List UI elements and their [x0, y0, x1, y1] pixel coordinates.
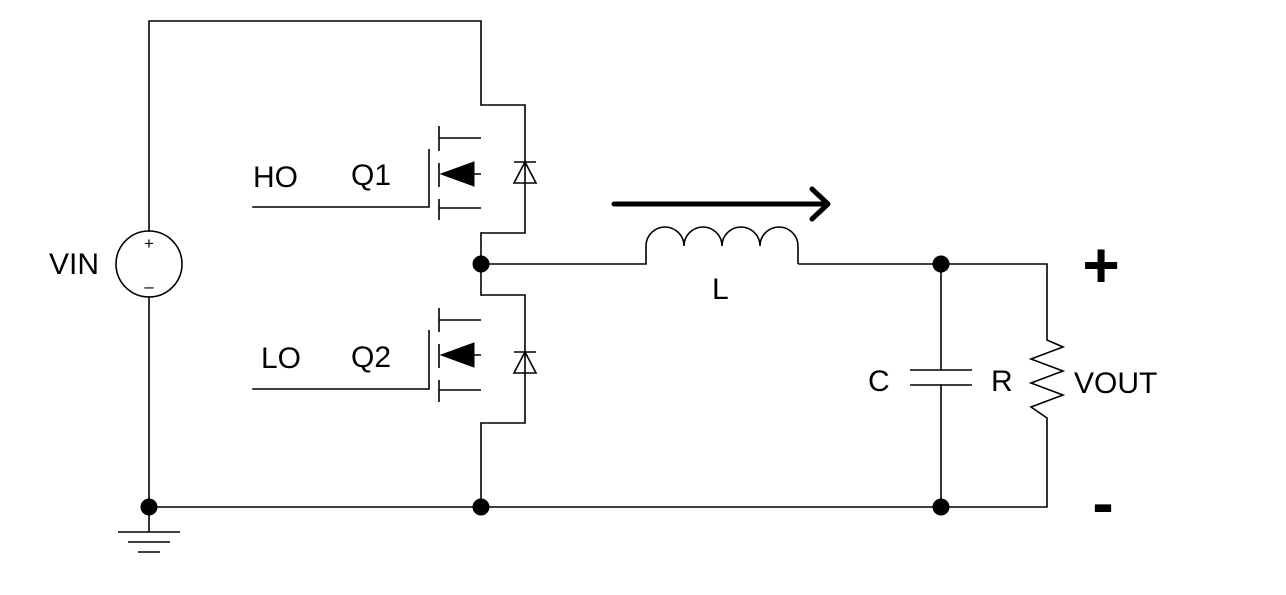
- wire-inductor-to-output: [798, 263, 1048, 341]
- label-vout-plus: +: [1082, 229, 1119, 301]
- inductor-l: [645, 226, 799, 264]
- label-l: L: [712, 273, 729, 306]
- label-q1: Q1: [351, 159, 391, 192]
- junctions: [140, 255, 950, 516]
- label-vout: VOUT: [1074, 367, 1157, 400]
- vin-minus-sign: –: [144, 277, 154, 296]
- label-q2: Q2: [351, 341, 391, 374]
- wire-ground-rail: [148, 417, 1048, 508]
- resistor-r: [1028, 339, 1066, 419]
- inductor-coil: [645, 226, 799, 264]
- junction-ground-mid: [472, 498, 490, 516]
- voltage-source-vin: + –: [115, 230, 183, 298]
- wires: [148, 20, 1048, 508]
- vin-source-circle: [115, 230, 183, 298]
- mosfet-q2: [428, 294, 538, 424]
- label-c: C: [868, 365, 890, 398]
- labels: VIN HO Q1 LO Q2 L C R VOUT + -: [49, 159, 1157, 539]
- junction-ground-left: [140, 498, 158, 516]
- q2-body-arrow: [439, 342, 475, 368]
- label-lo: LO: [261, 342, 301, 375]
- junction-ground-right: [932, 498, 950, 516]
- label-r: R: [991, 365, 1013, 398]
- junction-switch-node: [472, 255, 490, 273]
- vin-plus-sign: +: [144, 234, 154, 253]
- q2-diode-triangle: [512, 350, 538, 374]
- label-vin: VIN: [49, 248, 99, 281]
- label-vout-minus: -: [1092, 467, 1113, 539]
- q1-body-arrow: [439, 161, 475, 187]
- q1-diode-loop: [481, 104, 526, 234]
- q2-diode-loop: [481, 294, 526, 424]
- q1-diode-triangle: [512, 160, 538, 184]
- current-direction-arrow-icon: [611, 186, 831, 222]
- wire-vin-top: [148, 20, 482, 232]
- label-ho: HO: [253, 161, 298, 194]
- arrow-head: [809, 186, 831, 222]
- mosfet-q1: [428, 104, 538, 234]
- junction-output: [932, 255, 950, 273]
- capacitor-c: [910, 369, 972, 386]
- resistor-zigzag: [1028, 339, 1066, 419]
